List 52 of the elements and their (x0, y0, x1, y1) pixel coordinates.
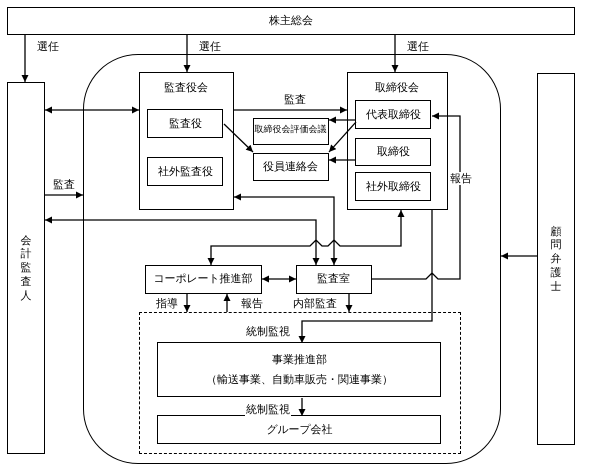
arrow (224, 294, 230, 312)
edge-label: 監査 (52, 178, 76, 192)
org-box: 顧問弁護士 (537, 73, 575, 445)
edge-label: 監査 (283, 93, 307, 106)
arrow (22, 35, 28, 82)
arrow (234, 194, 338, 265)
org-box: グループ会社 (157, 415, 442, 444)
group-title: 監査役会 (163, 80, 210, 95)
edge-label: 選任 (406, 40, 430, 54)
edge-label: 統制監視 (245, 325, 291, 338)
org-box: 監査役 (147, 109, 224, 138)
edge-label: 内部監査 (292, 297, 338, 310)
arrow (234, 106, 347, 114)
edge-label: 選任 (36, 40, 60, 54)
arrow (208, 210, 404, 265)
org-box: 役員連絡会 (252, 152, 329, 181)
edge-label: 選任 (198, 40, 222, 54)
arrow (501, 252, 537, 260)
group-box (138, 72, 234, 210)
arrow (392, 35, 398, 72)
org-box: 取締役 (355, 138, 432, 166)
group-title: 取締役会 (374, 80, 420, 95)
org-box: 社外監査役 (147, 157, 224, 186)
edge-label: 指導 (155, 297, 179, 310)
arrow (224, 124, 254, 152)
org-box: 会計監査人 (7, 82, 45, 454)
box-subtitle: （輸送事業、自動車販売・関連事業） (206, 372, 393, 388)
arrow (298, 210, 433, 343)
org-box: 監査室 (296, 264, 372, 294)
arrow (346, 294, 352, 312)
arrow (45, 192, 83, 198)
arrow (45, 216, 320, 265)
org-box: コーポレート推進部 (144, 264, 262, 294)
box-title: 事業推進部 (272, 352, 327, 367)
org-box: 社外取締役 (355, 172, 432, 202)
edge-label: 報告 (240, 297, 264, 310)
group-box (346, 72, 448, 210)
arrow (184, 294, 190, 312)
arrow (328, 122, 356, 152)
org-box: 代表取締役 (355, 100, 432, 130)
org-box (157, 342, 442, 398)
arrow (184, 35, 190, 72)
edge-label: 報告 (449, 172, 473, 186)
arrow (45, 106, 139, 114)
arrow (372, 112, 461, 280)
arrow (262, 276, 296, 282)
edge-label: 統制監視 (245, 403, 291, 416)
arrow (329, 116, 356, 124)
arrow (298, 398, 306, 416)
org-box: 株主総会 (7, 7, 575, 35)
arrow (329, 156, 356, 164)
org-box: 取締役会評価会議 (252, 118, 329, 145)
